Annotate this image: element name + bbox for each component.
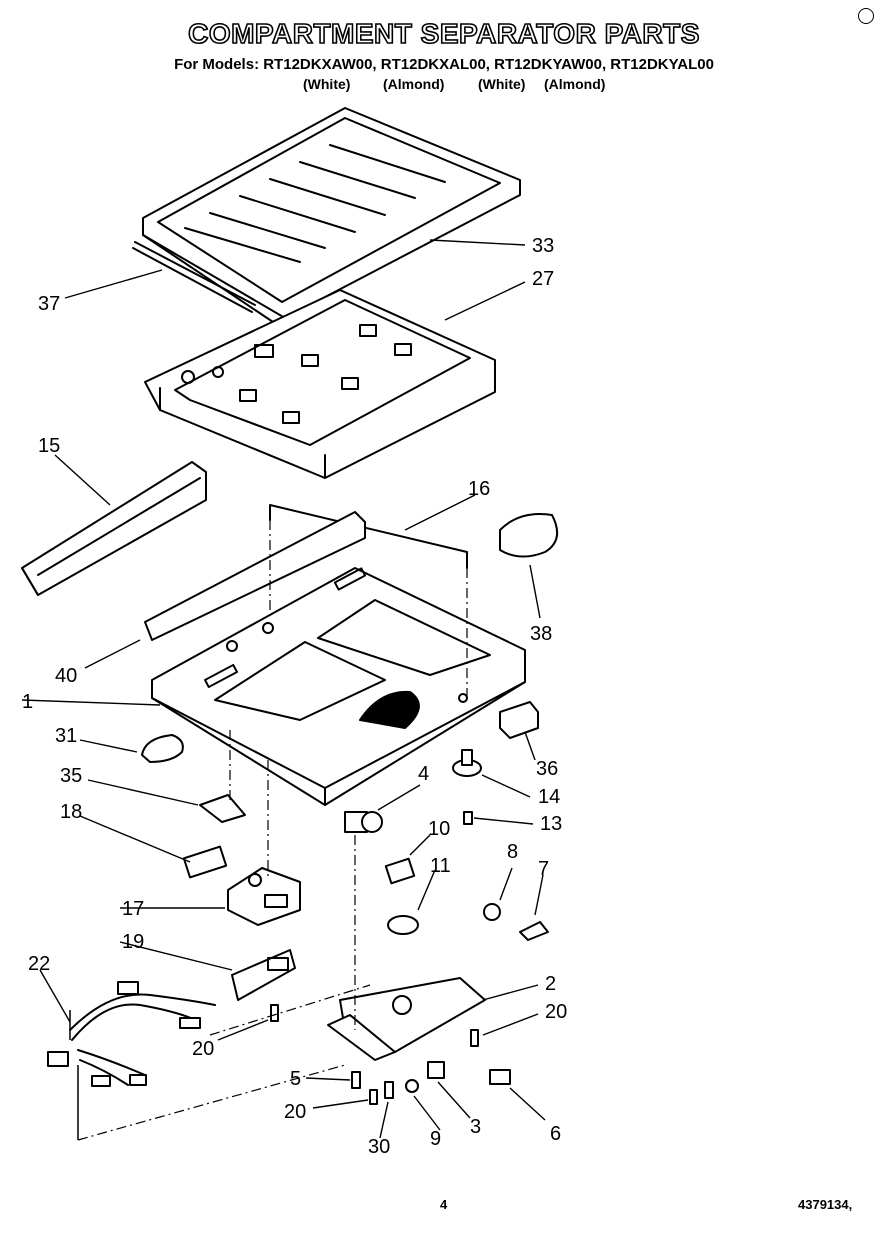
part-22-harness bbox=[47, 981, 216, 1087]
color-label-4: (Almond) bbox=[544, 76, 606, 92]
part-20-screw-b bbox=[270, 1004, 279, 1022]
part-19 bbox=[231, 949, 296, 1001]
part-18 bbox=[182, 845, 228, 879]
callout-33: 33 bbox=[532, 235, 554, 257]
document-number: 4379134, bbox=[798, 1197, 853, 1212]
part-17 bbox=[227, 867, 301, 926]
part-20-screw-c bbox=[470, 1029, 479, 1047]
callout-36: 36 bbox=[536, 758, 558, 780]
part-14 bbox=[452, 749, 482, 777]
callout-4: 4 bbox=[418, 763, 429, 785]
part-35 bbox=[199, 794, 246, 823]
part-11 bbox=[387, 915, 419, 935]
callout-6: 6 bbox=[550, 1123, 561, 1145]
callout-22: 22 bbox=[28, 953, 50, 975]
part-8 bbox=[483, 903, 501, 921]
part-3 bbox=[427, 1061, 445, 1079]
part-9-nut bbox=[405, 1079, 419, 1093]
callout-13: 13 bbox=[540, 813, 562, 835]
callout-37: 37 bbox=[38, 293, 60, 315]
callout-labels: 33 37 27 15 16 38 40 1 31 36 35 4 14 13 … bbox=[22, 235, 567, 1158]
callout-30: 30 bbox=[368, 1136, 390, 1158]
part-38-disc bbox=[499, 513, 559, 558]
part-5-screw bbox=[351, 1071, 361, 1089]
part-2-bracket bbox=[327, 977, 486, 1061]
harness-guide bbox=[69, 1010, 79, 1140]
part-30-screw bbox=[384, 1081, 394, 1099]
callout-20-right: 20 bbox=[545, 1001, 567, 1023]
corner-circle bbox=[858, 8, 874, 24]
callout-7: 7 bbox=[538, 858, 549, 880]
callout-11: 11 bbox=[430, 855, 451, 877]
callout-17: 17 bbox=[122, 898, 144, 920]
callout-38: 38 bbox=[530, 623, 552, 645]
callout-2: 2 bbox=[545, 973, 556, 995]
callout-40: 40 bbox=[55, 665, 77, 687]
callout-8: 8 bbox=[507, 841, 518, 863]
page-title: COMPARTMENT SEPARATOR PARTS bbox=[187, 17, 700, 50]
callout-27: 27 bbox=[532, 268, 554, 290]
callout-18: 18 bbox=[60, 801, 82, 823]
part-1-plate bbox=[151, 567, 526, 806]
leader-lines bbox=[21, 239, 546, 1139]
part-31-knob bbox=[141, 734, 184, 763]
models-line: For Models: RT12DKXAW00, RT12DKXAL00, RT… bbox=[174, 56, 714, 73]
callout-9: 9 bbox=[430, 1128, 441, 1150]
page-number: 4 bbox=[440, 1197, 448, 1212]
callout-14: 14 bbox=[538, 786, 560, 808]
callout-20-left: 20 bbox=[192, 1038, 214, 1060]
callout-15: 15 bbox=[38, 435, 60, 457]
callout-20-bottom: 20 bbox=[284, 1101, 306, 1123]
part-27-tray bbox=[144, 289, 496, 479]
callout-31: 31 bbox=[55, 725, 77, 747]
callout-1: 1 bbox=[22, 691, 33, 713]
part-10 bbox=[384, 857, 416, 885]
callout-10: 10 bbox=[428, 818, 450, 840]
part-7 bbox=[519, 921, 549, 941]
color-label-3: (White) bbox=[478, 76, 526, 92]
part-20-screw-a bbox=[369, 1089, 378, 1105]
color-label-2: (Almond) bbox=[383, 76, 445, 92]
part-40-bar bbox=[144, 511, 366, 641]
callout-3: 3 bbox=[470, 1116, 481, 1138]
callout-19: 19 bbox=[122, 931, 144, 953]
part-36-box bbox=[499, 701, 539, 739]
part-37-strip bbox=[132, 241, 256, 313]
callout-5: 5 bbox=[290, 1068, 301, 1090]
callout-35: 35 bbox=[60, 765, 82, 787]
callout-16: 16 bbox=[468, 478, 490, 500]
reference-lines bbox=[77, 520, 468, 1141]
part-16-rod bbox=[269, 504, 468, 569]
part-15-rail bbox=[21, 461, 207, 596]
part-4 bbox=[344, 811, 383, 833]
color-label-1: (White) bbox=[303, 76, 351, 92]
part-6 bbox=[489, 1069, 511, 1085]
part-13 bbox=[463, 811, 473, 825]
